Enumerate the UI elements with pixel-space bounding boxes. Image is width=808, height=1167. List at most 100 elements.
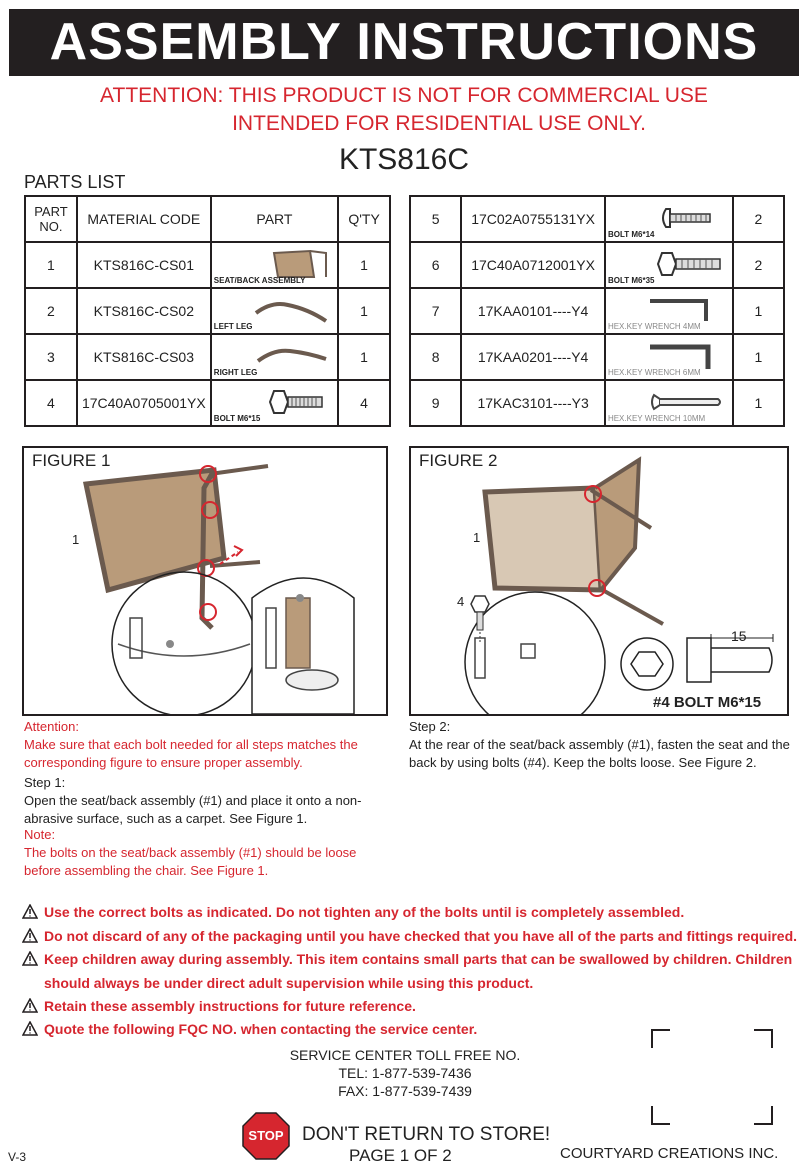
step-2-title: Step 2: xyxy=(409,719,451,734)
service-tel: TEL: 1-877-539-7436 xyxy=(338,1065,472,1081)
table-row: 3 KTS816C-CS03 RIGHT LEG 1 xyxy=(24,333,391,381)
attention-line-1: ATTENTION: THIS PRODUCT IS NOT FOR COMME… xyxy=(100,84,708,107)
part-qty: 2 xyxy=(731,241,786,289)
header-material-code: MATERIAL CODE xyxy=(75,195,212,243)
part-name: LEFT LEG xyxy=(213,322,253,331)
warning-4: Retain these assembly instructions for f… xyxy=(22,998,416,1014)
table-row: 8 17KAA0201----Y4 HEX.KEY WRENCH 6MM 1 xyxy=(408,333,786,381)
part-name: HEX.KEY WRENCH 6MM xyxy=(607,368,701,377)
parts-list-title: PARTS LIST xyxy=(24,172,126,192)
figure-1-callout: 1 xyxy=(72,532,80,547)
part-no: 6 xyxy=(408,241,463,289)
figure-2-dimension: 15 xyxy=(731,628,747,644)
figure-2-callout-1: 1 xyxy=(473,530,481,545)
step-2: Step 2: At the rear of the seat/back ass… xyxy=(409,718,801,772)
part-qty: 1 xyxy=(337,333,391,381)
part-name: RIGHT LEG xyxy=(213,368,258,377)
bolt-m6-15-image: BOLT M6*15 xyxy=(212,381,337,425)
step-1-body: Open the seat/back assembly (#1) and pla… xyxy=(24,793,362,826)
part-no: 8 xyxy=(408,333,463,381)
parts-table-right: 5 17C02A0755131YX BOLT M6*14 2 6 17C40A0… xyxy=(408,195,786,427)
step-1: Step 1: Open the seat/back assembly (#1)… xyxy=(24,774,374,828)
attention-note-title: Attention: xyxy=(24,719,79,734)
step-1-title: Step 1: xyxy=(24,775,66,790)
header-part-no: PART NO. xyxy=(24,195,78,243)
note: Note: The bolts on the seat/back assembl… xyxy=(24,826,364,880)
warning-text: Retain these assembly instructions for f… xyxy=(44,998,416,1014)
part-qty: 1 xyxy=(731,379,786,427)
attention-line-2: INTENDED FOR RESIDENTIAL USE ONLY. xyxy=(232,112,646,135)
figure-1-title: FIGURE 1 xyxy=(32,451,111,470)
seat-back-assembly-image: SEAT/BACK ASSEMBLY xyxy=(212,243,337,287)
step-2-body: At the rear of the seat/back assembly (#… xyxy=(409,737,790,770)
warning-text: Do not discard of any of the packaging u… xyxy=(44,928,798,944)
header-part: PART xyxy=(209,195,340,243)
material-code: 17KAA0201----Y4 xyxy=(460,333,606,381)
model-number: KTS816C xyxy=(338,143,470,176)
part-qty: 2 xyxy=(731,195,786,243)
part-no: 5 xyxy=(408,195,463,243)
table-row: 5 17C02A0755131YX BOLT M6*14 2 xyxy=(408,195,786,243)
part-qty: 4 xyxy=(337,379,391,427)
hex-key-4mm-image: HEX.KEY WRENCH 4MM xyxy=(606,289,732,333)
note-title: Note: xyxy=(24,827,56,842)
wrench-10mm-image: HEX.KEY WRENCH 10MM xyxy=(606,381,732,425)
figure-2-bolt-label: #4 BOLT M6*15 xyxy=(653,694,762,711)
warning-3: Keep children away during assembly. This… xyxy=(22,951,792,967)
part-no: 4 xyxy=(24,379,78,427)
material-code: KTS816C-CS03 xyxy=(75,333,212,381)
warning-icon xyxy=(22,904,38,919)
figure-2-illustration xyxy=(464,456,774,714)
warning-text: Keep children away during assembly. This… xyxy=(44,951,793,967)
warning-5: Quote the following FQC NO. when contact… xyxy=(22,1021,477,1037)
warning-icon xyxy=(22,998,38,1013)
figure-2: FIGURE 2 1 4 15 #4 BOLT M6*15 xyxy=(409,446,789,716)
company-name: COURTYARD CREATIONS INC. xyxy=(560,1145,779,1162)
part-no: 2 xyxy=(24,287,78,335)
material-code: 17C40A0705001YX xyxy=(75,379,212,427)
table-row: 2 KTS816C-CS02 LEFT LEG 1 xyxy=(24,287,391,335)
service-center-title: SERVICE CENTER TOLL FREE NO. xyxy=(289,1047,521,1063)
page-number: PAGE 1 OF 2 xyxy=(349,1146,452,1165)
part-name: BOLT M6*35 xyxy=(607,276,655,285)
left-leg-image: LEFT LEG xyxy=(212,289,337,333)
part-no: 7 xyxy=(408,287,463,335)
part-name: BOLT M6*14 xyxy=(607,230,655,239)
service-center: SERVICE CENTER TOLL FREE NO. TEL: 1-877-… xyxy=(240,1046,570,1100)
warning-icon xyxy=(22,928,38,943)
figure-2-title: FIGURE 2 xyxy=(419,451,498,470)
figure-1: FIGURE 1 1 xyxy=(22,446,388,716)
material-code: 17KAA0101----Y4 xyxy=(460,287,606,335)
page-title: ASSEMBLY INSTRUCTIONS xyxy=(9,9,799,76)
stop-sign-text: STOP xyxy=(248,1128,284,1143)
header-qty: Q'TY xyxy=(337,195,391,243)
version-label: V-3 xyxy=(8,1150,27,1164)
material-code: 17C02A0755131YX xyxy=(460,195,606,243)
warning-icon xyxy=(22,1021,38,1036)
hex-key-6mm-image: HEX.KEY WRENCH 6MM xyxy=(606,335,732,379)
service-fax: FAX: 1-877-539-7439 xyxy=(338,1083,472,1099)
bolt-m6-14-image: BOLT M6*14 xyxy=(606,197,732,241)
figure-2-callout-4: 4 xyxy=(457,594,465,609)
part-qty: 1 xyxy=(337,241,391,289)
part-no: 9 xyxy=(408,379,463,427)
parts-table-left: PART NO. MATERIAL CODE PART Q'TY 1 KTS81… xyxy=(24,195,391,427)
table-row: 9 17KAC3101----Y3 HEX.KEY WRENCH 10MM 1 xyxy=(408,379,786,427)
warning-icon xyxy=(22,951,38,966)
part-name: HEX.KEY WRENCH 4MM xyxy=(607,322,701,331)
material-code: 17C40A0712001YX xyxy=(460,241,606,289)
material-code: KTS816C-CS01 xyxy=(75,241,212,289)
table-row: 6 17C40A0712001YX BOLT M6*35 2 xyxy=(408,241,786,289)
part-no: 3 xyxy=(24,333,78,381)
part-name: HEX.KEY WRENCH 10MM xyxy=(607,414,706,423)
material-code: 17KAC3101----Y3 xyxy=(460,379,606,427)
part-qty: 1 xyxy=(731,333,786,381)
warning-text: Use the correct bolts as indicated. Do n… xyxy=(44,904,685,920)
warning-text: Quote the following FQC NO. when contact… xyxy=(44,1021,478,1037)
material-code: KTS816C-CS02 xyxy=(75,287,212,335)
warning-2: Do not discard of any of the packaging u… xyxy=(22,928,797,944)
attention-note-body: Make sure that each bolt needed for all … xyxy=(24,737,358,770)
right-leg-image: RIGHT LEG xyxy=(212,335,337,379)
warning-3-continued: should always be under direct adult supe… xyxy=(44,975,534,991)
dont-return-text: DON'T RETURN TO STORE! xyxy=(302,1124,551,1145)
